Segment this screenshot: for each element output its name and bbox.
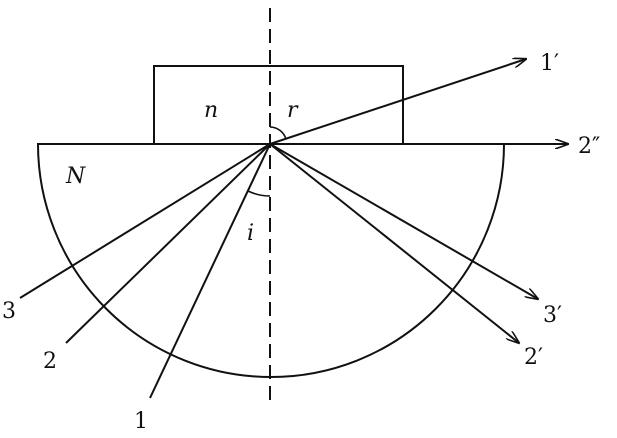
medium-N-label: N — [65, 164, 86, 189]
reflected-ray-3 — [269, 143, 538, 299]
ray-2-reflected-label: 2′ — [524, 345, 543, 370]
medium-n-label: n — [204, 98, 218, 123]
angle-r-label: r — [287, 98, 299, 123]
refracted-ray-1 — [269, 59, 526, 145]
medium-n-block — [153, 65, 404, 145]
ray-3-label: 3 — [2, 299, 16, 324]
incident-ray-3 — [19, 143, 271, 299]
medium-N-semicircle — [36, 143, 506, 378]
incident-ray-1 — [149, 143, 271, 399]
angle-r-arc — [269, 126, 287, 140]
ray-2-grazing-label: 2″ — [578, 134, 600, 159]
incident-ray-2 — [65, 143, 271, 344]
angle-i-arc — [247, 190, 271, 197]
reflected-ray-2 — [269, 143, 519, 343]
ray-2-label: 2 — [43, 349, 57, 374]
ray-1-label: 1 — [134, 409, 148, 433]
ray-1-refracted-label: 1′ — [540, 51, 559, 76]
ray-3-reflected-label: 3′ — [543, 303, 562, 328]
angle-i-label: i — [247, 221, 254, 246]
